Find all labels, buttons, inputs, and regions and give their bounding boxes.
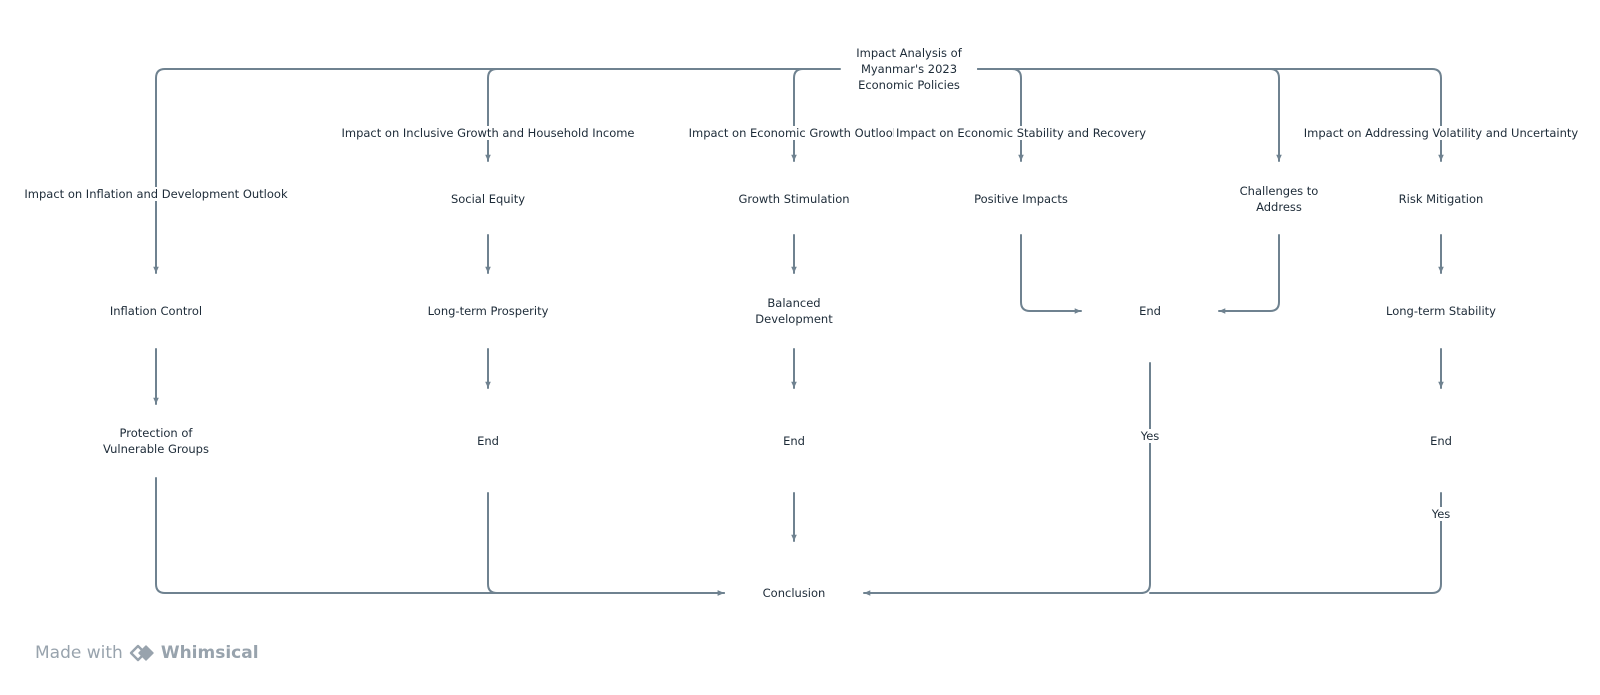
watermark-brand: Whimsical (160, 643, 259, 663)
edge-root-stability (977, 68, 1024, 162)
edge-end-conclusion-stability (863, 362, 1151, 596)
edge-protection-conclusion (155, 477, 725, 596)
node-end-growth[interactable]: End (734, 398, 854, 484)
node-balanced-development[interactable]: Balanced Development (734, 279, 854, 343)
branch-label-growth-outlook: Impact on Economic Growth Outlook (686, 126, 902, 140)
edge-root-inflation (153, 68, 841, 274)
edge-end-conclusion-inclusive (487, 492, 725, 596)
node-social-equity[interactable]: Social Equity (428, 167, 548, 231)
whimsical-watermark[interactable]: Made with Whimsical (35, 643, 259, 663)
node-growth-stimulation-label: Growth Stimulation (738, 192, 850, 206)
branch-label-inclusive-growth: Impact on Inclusive Growth and Household… (339, 126, 637, 140)
node-end-stability[interactable]: End (1090, 270, 1210, 352)
node-end-volatility[interactable]: End (1381, 398, 1501, 484)
edge-root-growth (791, 68, 831, 162)
node-challenges-label: Challenges to Address (1239, 184, 1319, 214)
node-balanced-development-label: Balanced Development (755, 296, 833, 326)
node-social-equity-label: Social Equity (450, 192, 526, 206)
edge-root-volatility (977, 68, 1444, 162)
edge-root-inclusive (485, 68, 831, 162)
edge-root-challenges (977, 68, 1282, 162)
node-end-inclusive[interactable]: End (428, 398, 548, 484)
node-end-volatility-label: End (1430, 434, 1452, 448)
node-long-term-stability[interactable]: Long-term Stability (1381, 279, 1501, 343)
node-growth-stimulation[interactable]: Growth Stimulation (734, 167, 854, 231)
edge-end-conclusion-volatility (1149, 492, 1442, 594)
node-long-term-prosperity-label: Long-term Prosperity (427, 304, 549, 318)
branch-label-stability-recovery: Impact on Economic Stability and Recover… (893, 126, 1149, 140)
node-positive-impacts[interactable]: Positive Impacts (961, 167, 1081, 231)
node-risk-mitigation-label: Risk Mitigation (1398, 192, 1484, 206)
node-risk-mitigation[interactable]: Risk Mitigation (1381, 167, 1501, 231)
edge-label-yes-volatility: Yes (1428, 507, 1454, 521)
node-long-term-prosperity[interactable]: Long-term Prosperity (420, 279, 556, 343)
node-root-label: Impact Analysis of Myanmar's 2023 Econom… (856, 46, 962, 92)
node-conclusion[interactable]: Conclusion (734, 549, 854, 637)
node-inflation-control[interactable]: Inflation Control (96, 279, 216, 343)
node-inflation-control-label: Inflation Control (109, 304, 203, 318)
node-protection-vulnerable-label: Protection of Vulnerable Groups (103, 426, 209, 456)
branch-label-volatility: Impact on Addressing Volatility and Unce… (1301, 126, 1581, 140)
node-long-term-stability-label: Long-term Stability (1385, 304, 1496, 318)
node-end-growth-label: End (783, 434, 805, 448)
watermark-prefix: Made with (35, 643, 123, 663)
node-protection-vulnerable[interactable]: Protection of Vulnerable Groups (96, 409, 216, 473)
node-root[interactable]: Impact Analysis of Myanmar's 2023 Econom… (840, 40, 978, 98)
edge-label-yes-stability: Yes (1137, 429, 1163, 443)
node-positive-impacts-label: Positive Impacts (974, 192, 1068, 206)
node-conclusion-label: Conclusion (762, 586, 826, 600)
edge-positive-end (1020, 234, 1082, 314)
whimsical-logo-icon (129, 644, 154, 662)
node-end-inclusive-label: End (477, 434, 499, 448)
branch-label-inflation: Impact on Inflation and Development Outl… (22, 187, 290, 201)
node-challenges[interactable]: Challenges to Address (1219, 167, 1339, 231)
edge-challenges-end (1218, 234, 1280, 314)
node-end-stability-label: End (1139, 304, 1161, 318)
